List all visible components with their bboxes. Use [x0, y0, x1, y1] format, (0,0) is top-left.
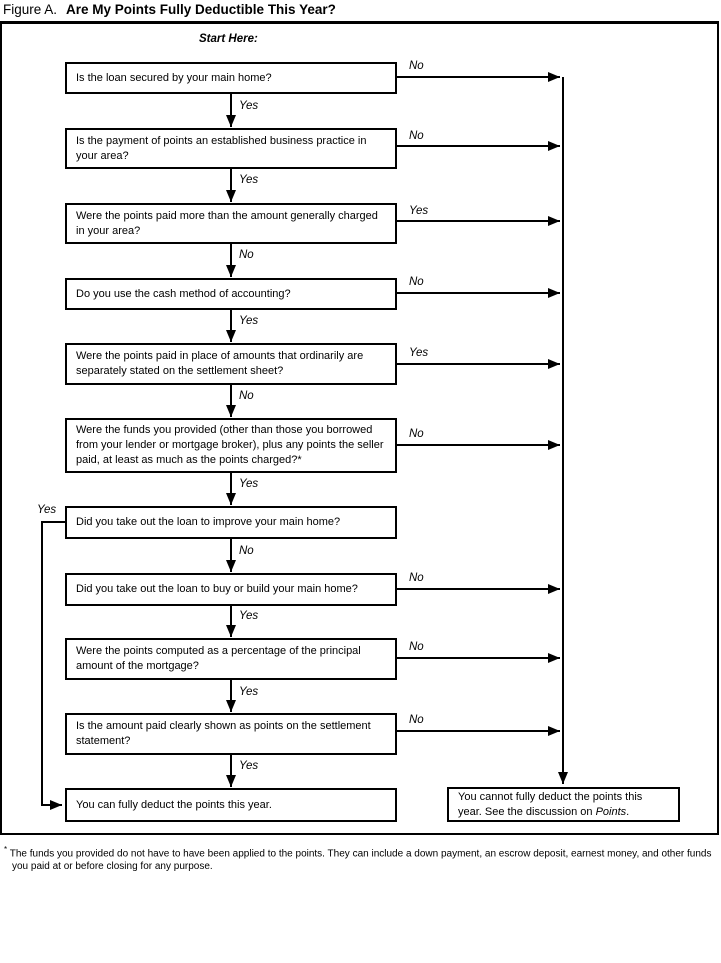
footnote-marker: * [4, 845, 8, 854]
branch-label-down-5: No [238, 390, 255, 403]
branch-label-side-9: No [408, 641, 425, 654]
start-here-label: Start Here: [199, 33, 258, 45]
branch-label-down-8: Yes [238, 610, 260, 623]
branch-label-side-3: Yes [408, 205, 430, 218]
branch-label-side-8: No [408, 572, 425, 585]
branch-label-down-1: Yes [238, 100, 260, 113]
branch-label-side-7-left: Yes [36, 504, 58, 517]
question-box-buy-build-home: Did you take out the loan to buy or buil… [65, 573, 397, 606]
question-box-cash-method: Do you use the cash method of accounting… [65, 278, 397, 310]
branch-label-down-2: Yes [238, 174, 260, 187]
question-box-funds-provided: Were the funds you provided (other than … [65, 418, 397, 473]
branch-label-side-2: No [408, 130, 425, 143]
question-box-loan-secured: Is the loan secured by your main home? [65, 62, 397, 94]
result-box-not-fully-deductible: You cannot fully deduct the points this … [447, 787, 680, 822]
branch-label-down-4: Yes [238, 315, 260, 328]
question-box-amount-charged: Were the points paid more than the amoun… [65, 203, 397, 244]
question-box-separately-stated: Were the points paid in place of amounts… [65, 343, 397, 385]
footnote-text: The funds you provided do not have to ha… [9, 848, 712, 873]
figure-title: Figure A. Are My Points Fully Deductible … [3, 1, 336, 18]
branch-label-down-6: Yes [238, 478, 260, 491]
branch-label-down-3: No [238, 249, 255, 262]
result-no-text: You cannot fully deduct the points this … [458, 790, 669, 820]
branch-label-side-4: No [408, 276, 425, 289]
branch-label-down-7: No [238, 545, 255, 558]
branch-label-down-10: Yes [238, 760, 260, 773]
branch-label-side-5: Yes [408, 347, 430, 360]
result-box-fully-deductible: You can fully deduct the points this yea… [65, 788, 397, 822]
branch-label-side-10: No [408, 714, 425, 727]
footnote: * The funds you provided do not have to … [4, 843, 721, 873]
question-box-percentage-principal: Were the points computed as a percentage… [65, 638, 397, 680]
figure-label: Figure A. [3, 2, 58, 17]
branch-label-side-1: No [408, 60, 425, 73]
question-box-improve-home: Did you take out the loan to improve you… [65, 506, 397, 539]
figure-title-text: Are My Points Fully Deductible This Year… [66, 2, 336, 17]
flowchart-border [0, 21, 719, 835]
result-no-text-after: . [626, 805, 630, 818]
question-box-business-practice: Is the payment of points an established … [65, 128, 397, 169]
branch-label-down-9: Yes [238, 686, 260, 699]
branch-label-side-6: No [408, 428, 425, 441]
result-no-text-before: You cannot fully deduct the points this … [458, 790, 643, 818]
result-no-points-word: Points [595, 805, 627, 818]
question-box-clearly-shown: Is the amount paid clearly shown as poin… [65, 713, 397, 755]
